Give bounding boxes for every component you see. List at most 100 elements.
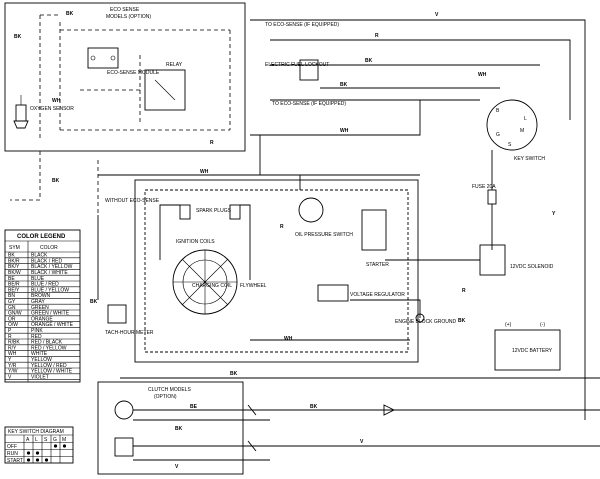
legend-color: ORANGE bbox=[31, 316, 53, 322]
wire-label-be: BE bbox=[190, 404, 198, 410]
legend-color: PINK bbox=[31, 328, 43, 334]
ks-dot bbox=[53, 444, 58, 448]
wire-label-wh: WH bbox=[200, 169, 209, 175]
legend-sym: V bbox=[8, 374, 12, 380]
key-switch-diagram-title: KEY SWITCH DIAGRAM bbox=[8, 429, 64, 435]
legend-color: RED / YELLOW bbox=[31, 345, 67, 351]
legend-sym: BK bbox=[8, 253, 15, 259]
wire-label-r: R bbox=[280, 224, 284, 230]
oxygen-sensor-icon bbox=[13, 95, 29, 129]
key-switch-icon: B L M G S bbox=[486, 99, 538, 151]
legend-sym: O/W bbox=[8, 322, 18, 328]
battery-terminal-negative: (-) bbox=[540, 322, 545, 328]
legend-color: YELLOW bbox=[31, 357, 52, 363]
clutch-subtitle: (OPTION) bbox=[154, 394, 177, 400]
legend-row: R/BK RED / BLACK bbox=[5, 340, 80, 346]
legend-sym: BE/Y bbox=[8, 287, 20, 293]
wire-label-v: V bbox=[360, 439, 364, 445]
wire-label-bk: BK bbox=[66, 11, 74, 17]
legend-sym: BN bbox=[8, 293, 15, 299]
wire-label-wh: WH bbox=[52, 98, 61, 104]
clutch-icon bbox=[114, 400, 134, 420]
legend-sym: WH bbox=[8, 351, 17, 357]
legend-color: RED / BLACK bbox=[31, 340, 63, 346]
legend-color: BLACK / YELLOW bbox=[31, 264, 73, 270]
wire-label-bk: BK bbox=[365, 58, 373, 64]
solenoid-icon bbox=[479, 244, 506, 276]
ks-dot bbox=[35, 458, 40, 462]
key-terminal-b: B bbox=[496, 108, 500, 114]
spark-plugs-icon bbox=[159, 204, 251, 280]
ks-column-header: A bbox=[26, 437, 30, 443]
legend-sym: BE bbox=[8, 276, 15, 282]
to-eco-sense-mid: TO ECO-SENSE (IF EQUIPPED) bbox=[272, 101, 346, 107]
fuse-label: FUSE 20A bbox=[472, 184, 496, 190]
without-eco-sense-label: WITHOUT ECO-SENSE bbox=[105, 198, 160, 204]
legend-color: VIOLET bbox=[31, 374, 49, 380]
voltage-regulator-icon bbox=[317, 284, 349, 302]
ks-column-header: S bbox=[44, 437, 48, 443]
legend-sym: R bbox=[8, 334, 12, 340]
clutch-title: CLUTCH MODELS bbox=[148, 387, 191, 393]
legend-color: BLACK bbox=[31, 253, 48, 259]
legend-color: RED bbox=[31, 334, 42, 340]
ignition-coils-label: IGNITION COILS bbox=[176, 239, 215, 245]
legend-sym: BK/R bbox=[8, 258, 20, 264]
wire-label-bk: BK bbox=[340, 82, 348, 88]
key-terminal-s: S bbox=[508, 142, 512, 148]
starter-label: STARTER bbox=[366, 262, 389, 268]
col-color: COLOR bbox=[40, 245, 58, 251]
wire-label-bk: BK bbox=[175, 426, 183, 432]
eco-sense-module-icon bbox=[87, 47, 119, 69]
eco-sense-title: ECO SENSE bbox=[110, 7, 140, 13]
ks-column-header: L bbox=[35, 437, 38, 443]
spark-plugs-label: SPARK PLUGS bbox=[196, 208, 232, 214]
legend-color: GREEN / WHITE bbox=[31, 311, 70, 317]
wire-label-wh: WH bbox=[340, 128, 349, 134]
legend-color: GRAY bbox=[31, 299, 45, 305]
wire-label-bk: BK bbox=[458, 318, 466, 324]
battery-terminal-positive: (+) bbox=[505, 322, 512, 328]
battery-label: 12VDC BATTERY bbox=[512, 348, 553, 354]
ks-column-header: G bbox=[53, 437, 57, 443]
legend-color: YELLOW / RED bbox=[31, 363, 67, 369]
oxygen-sensor-label: OXYGEN SENSOR bbox=[30, 106, 74, 112]
wire-label-v: V bbox=[175, 464, 179, 470]
oil-pressure-label: OIL PRESSURE SWITCH bbox=[295, 232, 353, 238]
fuse-icon bbox=[487, 189, 497, 205]
flywheel-label: FLYWHEEL bbox=[240, 283, 267, 289]
engine-section: SPARK PLUGS IGNITION COILS CHARGING COIL… bbox=[134, 179, 419, 363]
legend-sym: R/BK bbox=[8, 340, 20, 346]
wire-label-r: R bbox=[462, 288, 466, 294]
to-eco-sense-top: TO ECO-SENSE (IF EQUIPPED) bbox=[265, 22, 339, 28]
wire-label-bk: BK bbox=[310, 404, 318, 410]
key-terminal-l: L bbox=[524, 116, 527, 122]
ks-dot bbox=[26, 458, 31, 462]
fuel-lockout-icon bbox=[299, 59, 319, 81]
legend-color: BLUE / YELLOW bbox=[31, 287, 69, 293]
fuel-lockout-label: ELECTRIC FUEL LOCKOUT bbox=[265, 62, 329, 68]
eco-sense-module-label: ECO-SENSE MODULE bbox=[107, 70, 160, 76]
starter-icon bbox=[361, 209, 387, 251]
relay-label: RELAY bbox=[166, 62, 183, 68]
legend-row: BK BLACK bbox=[5, 253, 80, 259]
engine-ground-label: ENGINE BLOCK GROUND bbox=[395, 319, 457, 325]
legend-color: BLACK / WHITE bbox=[31, 270, 68, 276]
ks-row-label: RUN bbox=[7, 451, 18, 457]
wire-label-bk: BK bbox=[14, 34, 22, 40]
legend-color: WHITE bbox=[31, 351, 48, 357]
ks-dot bbox=[62, 444, 67, 448]
legend-sym: BE/R bbox=[8, 282, 20, 288]
